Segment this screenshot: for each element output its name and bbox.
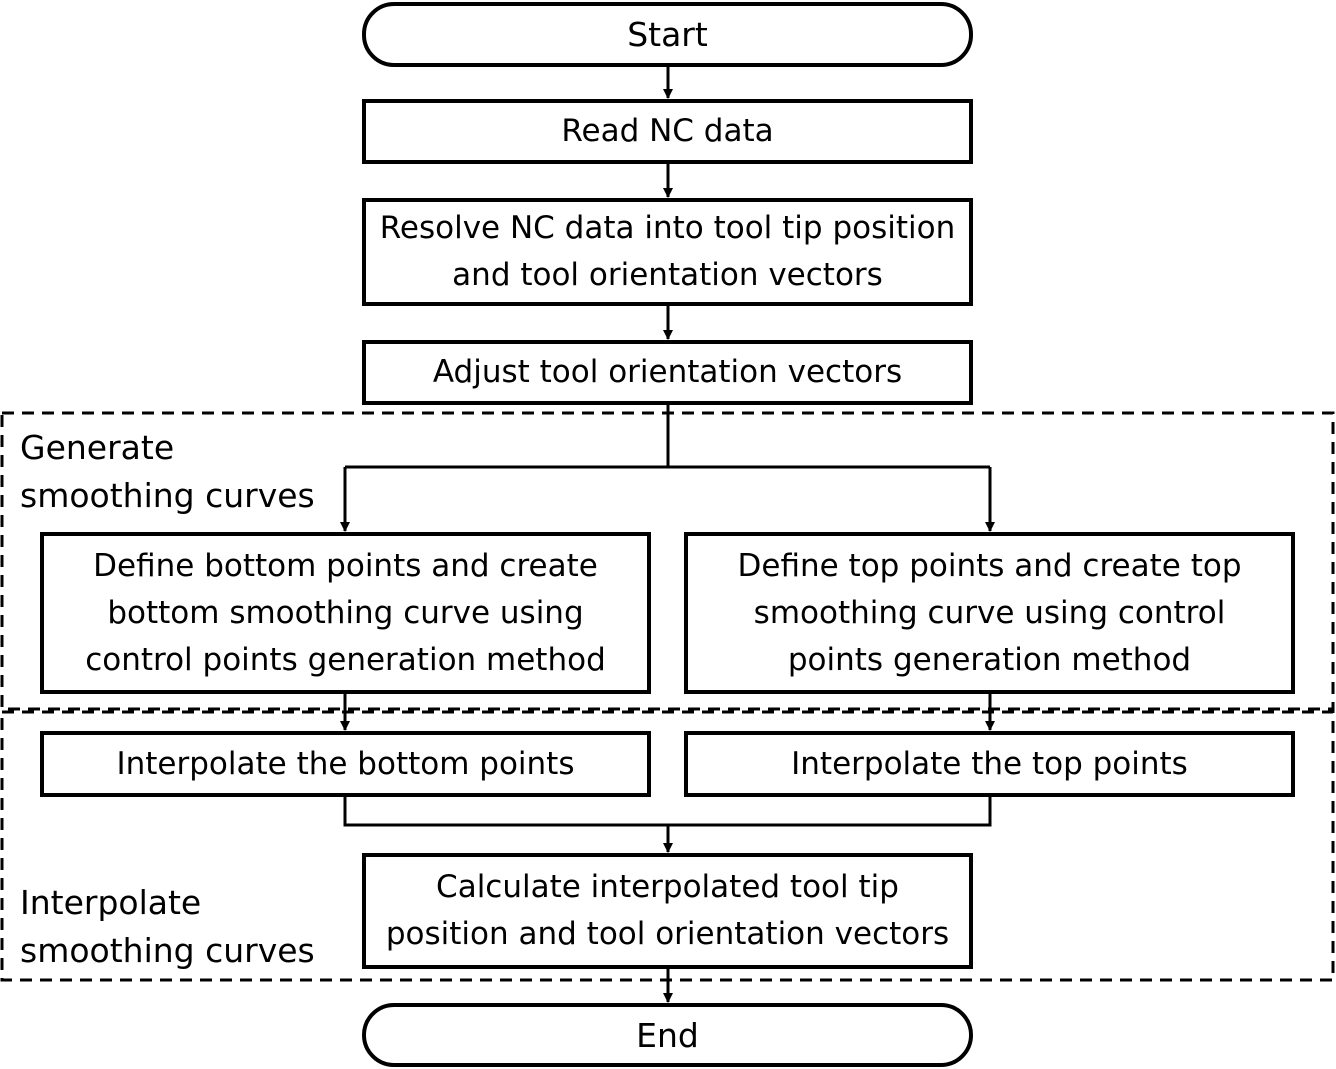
start-label: Start [627, 15, 708, 54]
define-top-line-1: Define top points and create top [737, 547, 1242, 584]
end-node: End [362, 1003, 973, 1067]
read-nc-data-box: Read NC data [362, 99, 973, 164]
interp-bottom-label: Interpolate the bottom points [116, 745, 575, 782]
calculate-interpolated-box: Calculate interpolated tool tip position… [362, 853, 973, 969]
define-bottom-line-3: control points generation method [85, 641, 606, 678]
interpolate-top-box: Interpolate the top points [684, 731, 1295, 797]
start-node: Start [362, 2, 973, 67]
region-label-generate: Generate smoothing curves [20, 424, 315, 520]
calculate-line-1: Calculate interpolated tool tip [436, 869, 899, 905]
define-top-points-box: Define top points and create top smoothi… [684, 532, 1295, 694]
define-bottom-points-box: Define bottom points and create bottom s… [40, 532, 651, 694]
connector-merge [343, 796, 992, 827]
define-bottom-line-1: Define bottom points and create [93, 547, 598, 584]
adjust-orientation-box: Adjust tool orientation vectors [362, 340, 973, 405]
adjust-label: Adjust tool orientation vectors [432, 354, 903, 390]
define-top-line-3: points generation method [787, 641, 1192, 678]
region-label-interpolate: Interpolate smoothing curves [20, 879, 315, 975]
interp-top-label: Interpolate the top points [791, 745, 1188, 782]
define-top-line-2: smoothing curve using control [753, 594, 1226, 631]
read-nc-data-label: Read NC data [561, 113, 774, 149]
resolve-nc-data-box: Resolve NC data into tool tip position a… [362, 198, 973, 306]
resolve-line-1: Resolve NC data into tool tip position [379, 210, 956, 246]
interpolate-bottom-box: Interpolate the bottom points [40, 731, 651, 797]
calculate-line-2: position and tool orientation vectors [385, 916, 950, 952]
resolve-line-2: and tool orientation vectors [452, 257, 883, 293]
define-bottom-line-2: bottom smoothing curve using [107, 594, 584, 631]
region-interpolate-line-2: smoothing curves [20, 931, 315, 970]
region-generate-line-1: Generate [20, 428, 175, 467]
end-label: End [636, 1015, 699, 1055]
region-generate-line-2: smoothing curves [20, 476, 315, 515]
region-interpolate-line-1: Interpolate [20, 883, 202, 922]
